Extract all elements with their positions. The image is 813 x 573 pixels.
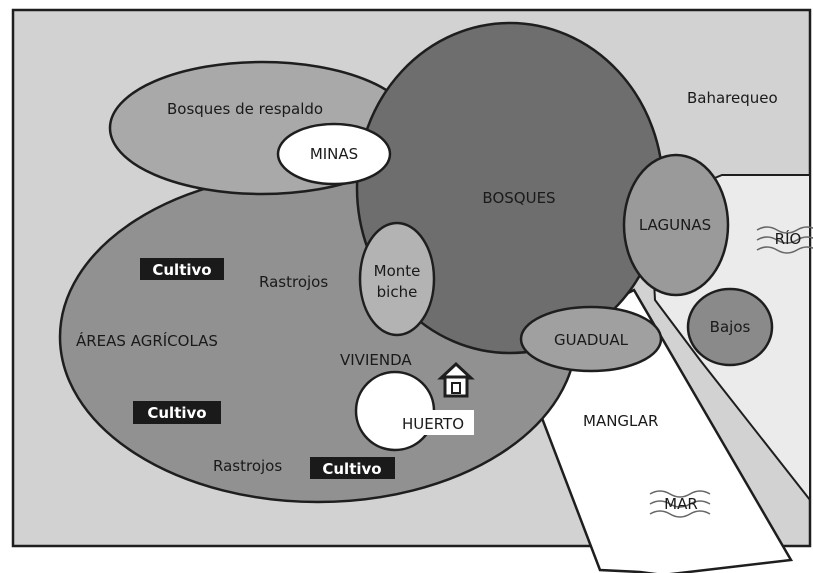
label-areas-agricolas: ÁREAS AGRÍCOLAS xyxy=(76,331,218,350)
label-guadual: GUADUAL xyxy=(554,331,629,349)
label-cultivo-1: Cultivo xyxy=(152,261,211,279)
cultivo-box-3 xyxy=(310,457,395,479)
cultivo-box-1 xyxy=(140,258,224,280)
guadual-zone xyxy=(519,305,663,373)
label-lagunas: LAGUNAS xyxy=(639,216,711,234)
label-mar: MAR xyxy=(664,495,698,513)
label-minas: MINAS xyxy=(310,145,358,163)
label-rio: RÍO xyxy=(775,229,802,248)
label-cultivo-3: Cultivo xyxy=(322,460,381,478)
label-rastrojos-bottom: Rastrojos xyxy=(213,457,282,475)
label-cultivo-2: Cultivo xyxy=(147,404,206,422)
label-monte-biche-2: biche xyxy=(377,283,418,301)
mar-wave-icon xyxy=(649,490,711,518)
monte-biche-zone xyxy=(358,221,436,337)
label-bahareque: Baharequeo xyxy=(687,89,778,107)
label-bajos: Bajos xyxy=(710,318,751,336)
vivienda-house-icon xyxy=(437,361,475,398)
label-monte-biche-1: Monte xyxy=(374,262,421,280)
label-rastrojos-top: Rastrojos xyxy=(259,273,328,291)
label-huerto: HUERTO xyxy=(402,415,464,433)
minas-zone xyxy=(276,122,392,186)
cultivo-box-2 xyxy=(133,401,221,424)
label-bosques-respaldo: Bosques de respaldo xyxy=(167,100,323,118)
label-bosques: BOSQUES xyxy=(482,189,555,207)
huerto-label-bg xyxy=(389,410,474,435)
rio-wave-icon xyxy=(756,226,813,254)
lagunas-zone xyxy=(622,153,730,297)
label-manglar: MANGLAR xyxy=(583,412,658,430)
label-vivienda: VIVIENDA xyxy=(340,351,412,369)
bajos-zone xyxy=(686,287,774,367)
